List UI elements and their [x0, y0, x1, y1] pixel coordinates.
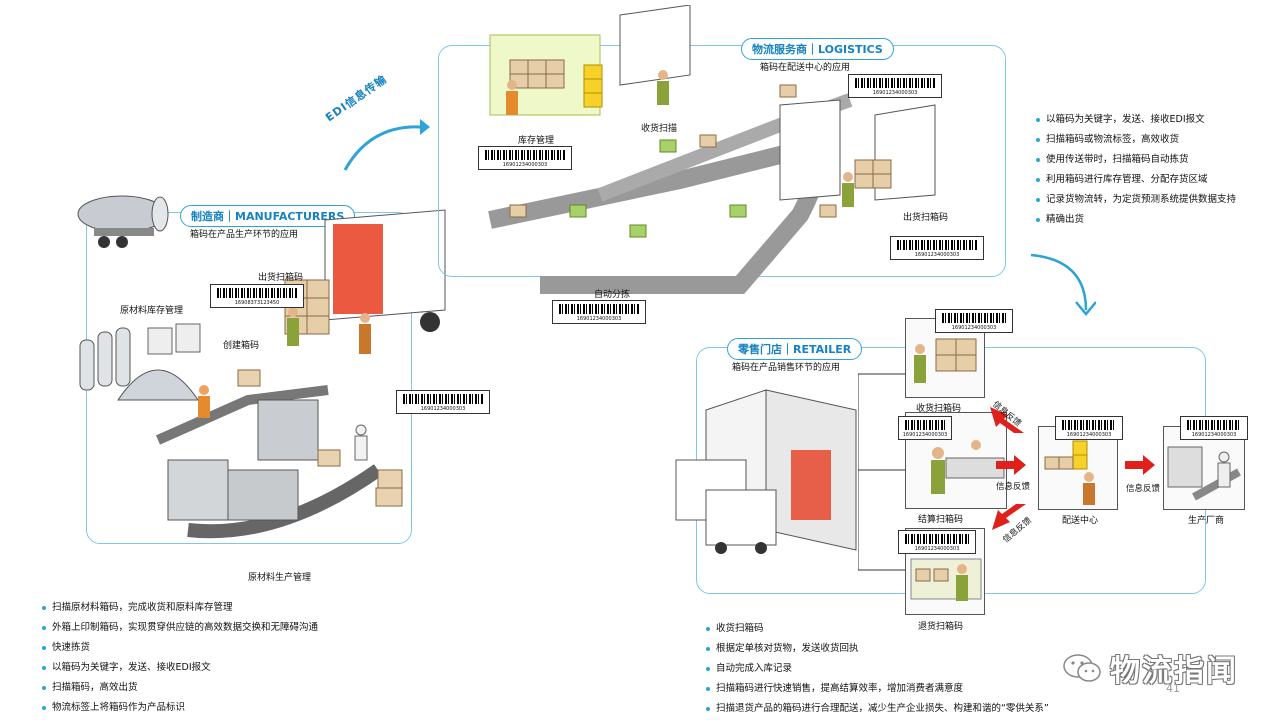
label-return: 退货扫箱码 — [918, 622, 964, 632]
edi-arrow-icon — [343, 119, 430, 171]
manufacturers-title: 制造商｜MANUFACTURERS — [180, 205, 356, 227]
label-auto-sort: 自动分拣 — [594, 290, 631, 300]
page-number: 41 — [1166, 682, 1180, 695]
barcode-label: 16901234000303 — [935, 309, 1013, 333]
feedback-arrow-icon — [992, 504, 1026, 530]
checkout-scene — [905, 412, 1007, 509]
brand-name: 物流指闻 — [1110, 654, 1238, 689]
retail-store-illustration — [675, 389, 857, 554]
barcode-label: 16908373123450 — [210, 284, 304, 308]
dc-scene — [1038, 426, 1118, 510]
logistics-subtitle: 箱码在配送中心的应用 — [760, 63, 851, 73]
retailer-benefits-list: 收货扫箱码 根据定单核对货物，发送收货回执 自动完成入库记录 扫描箱码进行快速销… — [704, 619, 1049, 719]
list-item: 外箱上印制箱码，实现贯穿供应链的高效数据交换和无障碍沟通 — [40, 618, 318, 638]
factory-production-illustration — [79, 323, 403, 539]
label-raw-stock: 原材料库存管理 — [120, 306, 184, 316]
barcode-label: 16901234000303 — [478, 146, 572, 170]
label-receive: 收货扫箱码 — [916, 404, 962, 414]
barcode-label: 16901234000303 — [898, 530, 976, 554]
list-item: 扫描箱码，高效出货 — [40, 678, 318, 698]
label-inventory: 库存管理 — [518, 136, 555, 146]
list-item: 精确出货 — [1034, 210, 1236, 230]
label-checkout: 结算扫箱码 — [918, 515, 964, 525]
label-factory: 生产厂商 — [1188, 516, 1225, 526]
distribution-center-illustration — [488, 5, 936, 294]
feedback-label: 信息反馈 — [1126, 484, 1161, 494]
label-dc: 配送中心 — [1062, 516, 1099, 526]
barcode-label: 16901234000303 — [898, 416, 952, 440]
manufacturer-benefits-list: 扫描原材料箱码，完成收货和原料库存管理 外箱上印制箱码，实现贯穿供应链的高效数据… — [40, 598, 318, 718]
label-raw-production: 原材料生产管理 — [248, 573, 312, 583]
barcode-label: 16901234000303 — [552, 300, 646, 324]
list-item: 扫描箱码或物流标签，高效收货 — [1034, 130, 1236, 150]
wechat-icon — [1063, 654, 1101, 682]
barcode-label: 16901234000303 — [890, 236, 984, 260]
barcode-label: 16901234000303 — [1180, 416, 1248, 440]
flow-arrow-icon — [1030, 253, 1096, 316]
connector-lines — [858, 373, 906, 571]
label-receive-scan: 收货扫描 — [641, 124, 678, 134]
list-item: 快速拣货 — [40, 638, 318, 658]
brand-watermark: 物流指闻 — [1062, 646, 1238, 690]
feedback-label: 信息反馈 — [996, 482, 1031, 492]
retailer-subtitle: 箱码在产品销售环节的应用 — [732, 363, 841, 373]
list-item: 以箱码为关键字，发送、接收EDI报文 — [1034, 110, 1236, 130]
retailer-title: 零售门店｜RETAILER — [727, 338, 863, 360]
manufacturers-subtitle: 箱码在产品生产环节的应用 — [190, 230, 299, 240]
list-item: 以箱码为关键字，发送、接收EDI报文 — [40, 658, 318, 678]
list-item: 扫描原材料箱码，完成收货和原料库存管理 — [40, 598, 318, 618]
barcode-label: 16901234000303 — [848, 74, 942, 98]
list-item: 根据定单核对货物，发送收货回执 — [704, 639, 1049, 659]
list-item: 自动完成入库记录 — [704, 659, 1049, 679]
barcode-label: 16901234000303 — [396, 390, 490, 414]
feedback-arrow-icon — [1125, 455, 1155, 475]
list-item: 收货扫箱码 — [704, 619, 1049, 639]
logistics-benefits-list: 以箱码为关键字，发送、接收EDI报文 扫描箱码或物流标签，高效收货 使用传送带时… — [1034, 110, 1236, 230]
list-item: 使用传送带时，扫描箱码自动拣货 — [1034, 150, 1236, 170]
list-item: 扫描箱码进行快速销售，提高结算效率，增加消费者满意度 — [704, 679, 1049, 699]
label-log-ship-scan: 出货扫箱码 — [903, 213, 949, 223]
label-mfr-ship-scan: 出货扫箱码 — [258, 273, 304, 283]
list-item: 利用箱码进行库存管理、分配存货区域 — [1034, 170, 1236, 190]
feedback-arrow-icon — [990, 407, 1024, 433]
tanker-truck-illustration — [77, 195, 169, 248]
factory-scene — [1163, 426, 1245, 510]
label-create-code: 创建箱码 — [223, 341, 260, 351]
list-item: 物流标签上将箱码作为产品标识 — [40, 698, 318, 718]
logistics-title: 物流服务商｜LOGISTICS — [741, 38, 894, 60]
barcode-label: 16901234000303 — [1055, 416, 1123, 440]
list-item: 扫描退货产品的箱码进行合理配送，减少生产企业损失、构建和谐的“零供关系” — [704, 699, 1049, 719]
list-item: 记录货物流转，为定货预测系统提供数据支持 — [1034, 190, 1236, 210]
feedback-arrow-icon — [996, 455, 1026, 475]
